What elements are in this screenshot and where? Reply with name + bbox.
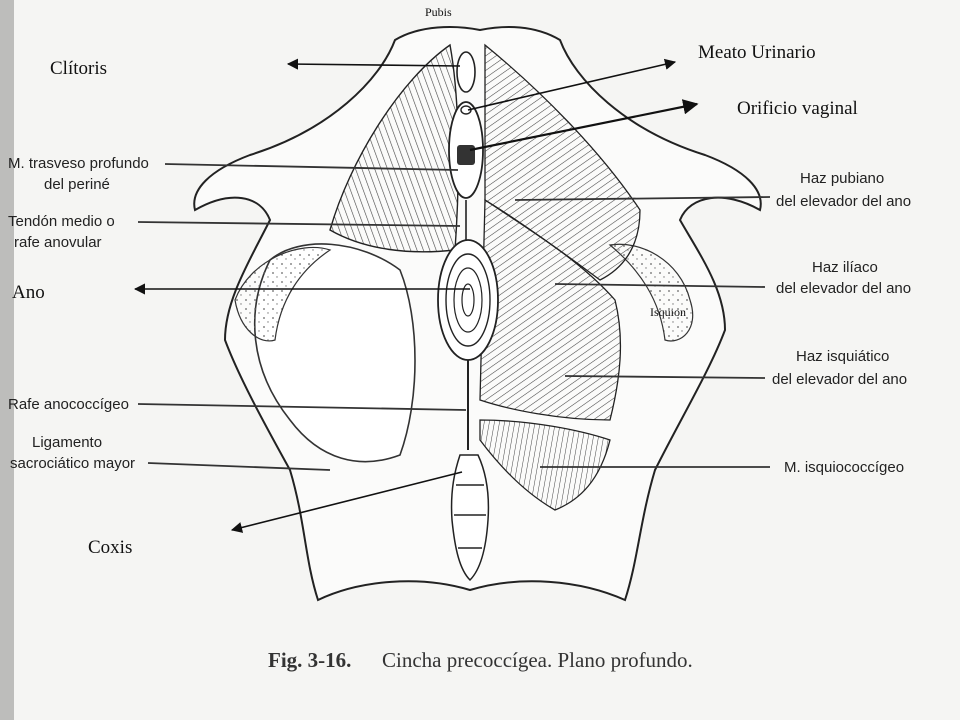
ischium-left-bone xyxy=(234,246,332,342)
anus-structure xyxy=(437,239,499,361)
label-haz-iliaco-line2: del elevador del ano xyxy=(776,280,911,297)
label-clitoris: Clítoris xyxy=(50,58,107,79)
label-isquion: Isquion xyxy=(650,305,686,319)
label-ligamento-line2: sacrociático mayor xyxy=(10,455,135,472)
ischiococcygeus-right xyxy=(479,419,611,511)
coccyx-structure xyxy=(450,454,490,582)
label-rafe-anococcigeo: Rafe anococcígeo xyxy=(8,396,129,413)
ischium-right-bone xyxy=(608,243,694,342)
label-trasverso-line1: M. trasveso profundo xyxy=(8,155,149,172)
label-haz-isquiatico-line2: del elevador del ano xyxy=(772,371,907,388)
leader-lines xyxy=(137,163,771,471)
figure-caption: Cincha precoccígea. Plano profundo. xyxy=(382,648,693,672)
arrow-orificio xyxy=(469,99,699,152)
label-haz-pubiano-line1: Haz pubiano xyxy=(800,170,884,187)
label-tendon-line2: rafe anovular xyxy=(14,234,102,251)
label-orificio-vaginal: Orificio vaginal xyxy=(737,98,858,119)
arrow-coxis xyxy=(230,471,463,533)
figure-number: Fig. 3-16. xyxy=(268,648,351,672)
label-meato-urinario: Meato Urinario xyxy=(698,42,816,63)
pointer-arrows xyxy=(133,58,699,533)
vaginal-orifice-structure xyxy=(457,145,475,165)
label-coxis: Coxis xyxy=(88,537,132,558)
label-trasverso-line2: del periné xyxy=(44,176,110,193)
clitoris-structure xyxy=(456,51,476,93)
arrow-meato xyxy=(467,58,677,111)
arrow-clitoris xyxy=(286,58,461,70)
label-tendon-line1: Tendón medio o xyxy=(8,213,115,230)
label-haz-iliaco-line1: Haz ilíaco xyxy=(812,259,878,276)
label-isquiococcigeo: M. isquiococcígeo xyxy=(784,459,904,476)
page-edge-shadow xyxy=(0,0,14,720)
label-ligamento-line1: Ligamento xyxy=(32,434,102,451)
label-pubis: Pubis xyxy=(425,5,452,19)
label-haz-pubiano-line2: del elevador del ano xyxy=(776,193,911,210)
iliac-levator-right xyxy=(479,198,622,421)
label-ano: Ano xyxy=(12,282,45,303)
label-haz-isquiatico-line1: Haz isquiático xyxy=(796,348,889,365)
